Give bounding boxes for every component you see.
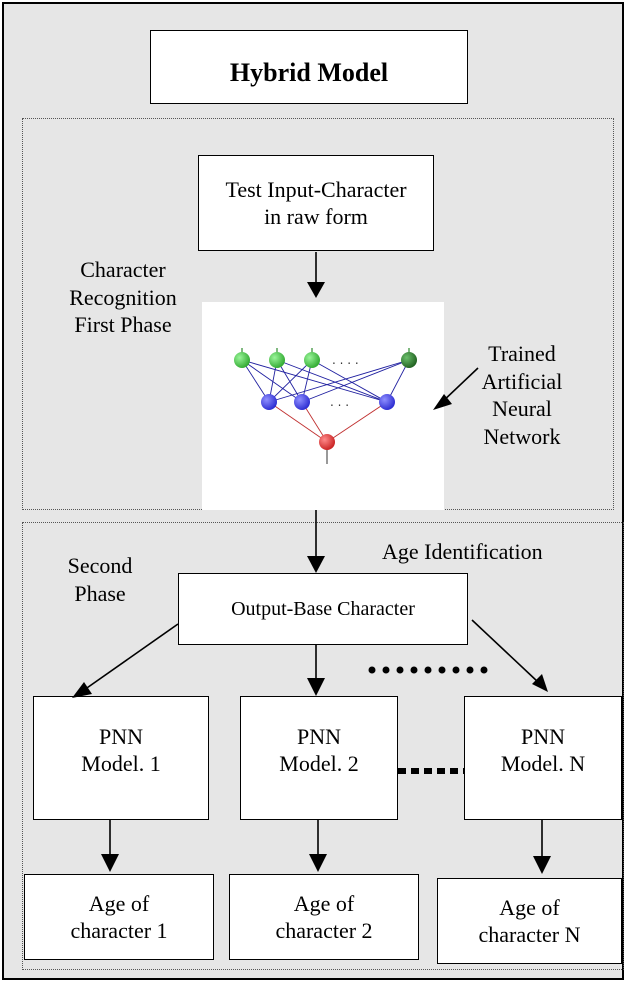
input-ellipsis: . . . . xyxy=(332,353,359,367)
hidden-node-1 xyxy=(261,394,277,410)
pnn-model-1-line2: Model. 1 xyxy=(81,751,161,776)
input-node-1 xyxy=(234,352,250,368)
second-phase-label-line1: Second xyxy=(67,553,133,578)
first-phase-label: Character Recognition First Phase xyxy=(48,256,198,339)
hidden-ellipsis: . . . xyxy=(330,395,349,409)
hidden-node-3 xyxy=(379,394,395,410)
ellipsis-dots-top xyxy=(368,666,488,674)
title-text: Hybrid Model xyxy=(229,57,389,87)
arrow-output-to-pnnn xyxy=(471,619,539,683)
pnn-model-1-box: PNN Model. 1 xyxy=(33,696,209,820)
first-phase-label-line1: Character xyxy=(80,257,166,282)
input-hidden-edges xyxy=(241,359,410,403)
input-box-line2: in raw form xyxy=(264,204,368,229)
age-1-line1: Age of xyxy=(88,890,150,916)
pnn-model-n-line1: PNN xyxy=(520,723,565,749)
first-phase-label-line3: First Phase xyxy=(74,312,172,337)
title-box: Hybrid Model xyxy=(150,30,468,104)
ann-label-line1: Trained xyxy=(488,341,556,366)
neural-network-image: . . . . . . . xyxy=(202,302,444,510)
age-2-line2: character 2 xyxy=(275,918,373,943)
arrow-output-to-pnn1 xyxy=(83,623,179,691)
pnn-model-2-line2: Model. 2 xyxy=(279,751,359,776)
input-node-2 xyxy=(269,352,285,368)
age-1-line2: character 1 xyxy=(70,918,168,943)
output-base-character-box: Output-Base Character xyxy=(178,573,468,645)
ann-label: Trained Artificial Neural Network xyxy=(462,340,582,450)
age-2-line1: Age of xyxy=(293,890,355,916)
second-phase-label: Second Phase xyxy=(50,552,150,607)
ann-label-line2: Artificial xyxy=(481,368,563,394)
second-phase-label-line2: Phase xyxy=(74,580,126,606)
pnn-model-1-line1: PNN xyxy=(98,723,143,749)
age-of-character-1-box: Age of character 1 xyxy=(24,874,214,960)
pnn-model-n-line2: Model. N xyxy=(500,751,586,776)
pnn-model-n-box: PNN Model. N xyxy=(464,696,622,820)
pnn-model-2-line1: PNN xyxy=(296,723,341,749)
output-box-text: Output-Base Character xyxy=(231,597,415,620)
input-character-box: Test Input-Character in raw form xyxy=(198,155,434,251)
pnn-model-2-box: PNN Model. 2 xyxy=(240,696,398,820)
neural-network-graphic: . . . . . . . xyxy=(234,348,417,464)
age-n-line1: Age of xyxy=(499,894,560,920)
second-phase-container xyxy=(22,522,624,970)
input-node-3 xyxy=(304,352,320,368)
age-n-line2: character N xyxy=(478,922,581,947)
output-node xyxy=(319,434,335,450)
hidden-node-2 xyxy=(294,394,310,410)
input-box-line1: Test Input-Character xyxy=(225,176,407,202)
ann-label-line3: Neural xyxy=(492,396,552,421)
age-of-character-n-box: Age of character N xyxy=(437,878,622,964)
input-node-last xyxy=(401,352,417,368)
first-phase-label-line2: Recognition xyxy=(69,284,177,310)
age-identification-label: Age Identification xyxy=(382,539,543,564)
age-of-character-2-box: Age of character 2 xyxy=(229,874,419,960)
ann-label-line4: Network xyxy=(483,423,561,449)
